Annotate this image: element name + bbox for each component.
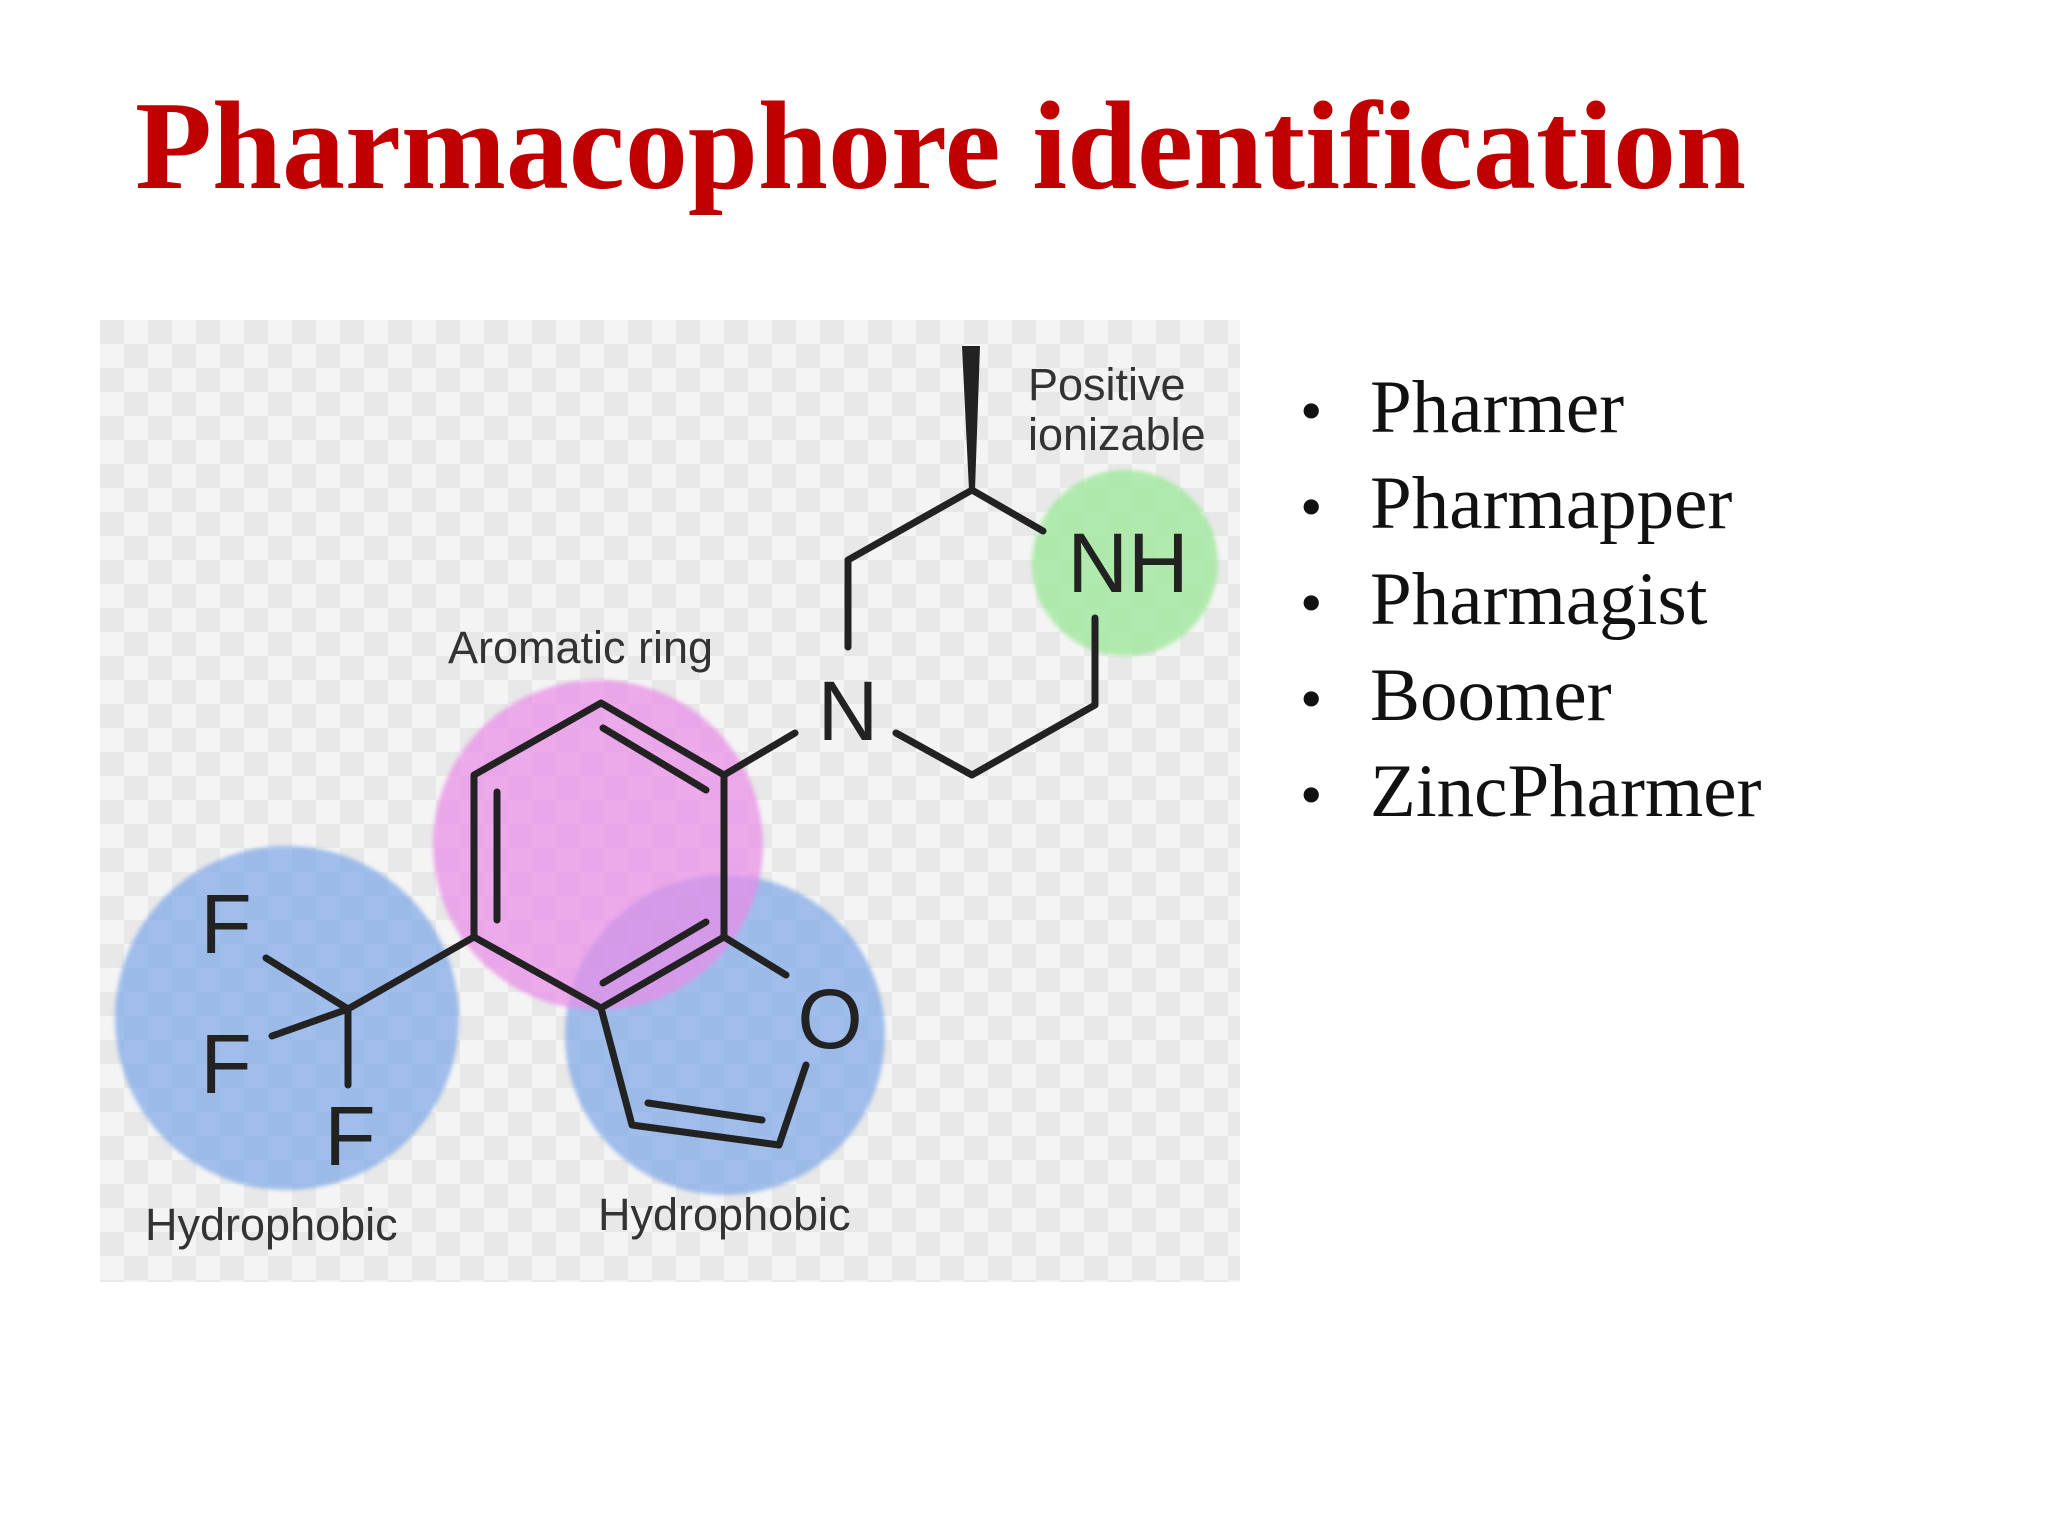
cf-bond-left bbox=[268, 1005, 352, 1040]
atom-f-top: F bbox=[200, 877, 251, 971]
list-item: • ZincPharmer bbox=[1300, 744, 1762, 840]
atom-n: N bbox=[818, 664, 879, 758]
label-aromatic-ring: Aromatic ring bbox=[448, 622, 713, 673]
bullet-glyph: • bbox=[1300, 471, 1323, 542]
aryl-nitrogen-bond bbox=[720, 729, 799, 779]
piperazine-ring-bonds-lower bbox=[892, 614, 1099, 779]
list-item-label: Pharmapper bbox=[1370, 462, 1733, 545]
label-ionizable: ionizable bbox=[1028, 409, 1206, 460]
list-item-label: Boomer bbox=[1370, 654, 1612, 737]
label-positive: Positive bbox=[1028, 359, 1186, 410]
methyl-wedge-bond bbox=[962, 346, 980, 490]
aromatic-ring-sphere bbox=[433, 680, 763, 1010]
list-item-label: Pharmagist bbox=[1370, 558, 1708, 641]
positive-ionizable-sphere bbox=[1032, 470, 1218, 656]
furan-double-bond bbox=[644, 1099, 766, 1124]
list-item-label: ZincPharmer bbox=[1370, 750, 1762, 833]
furan-ring-bonds bbox=[720, 933, 790, 979]
molecule-atoms: NH N O F F F bbox=[200, 516, 1188, 1183]
atom-f-left: F bbox=[200, 1017, 251, 1111]
bullet-glyph: • bbox=[1300, 759, 1323, 830]
list-item-label: Pharmer bbox=[1370, 366, 1625, 449]
list-item: • Pharmer bbox=[1300, 360, 1762, 456]
furan-ring-bonds-lower bbox=[597, 1004, 810, 1149]
benzene-double-bond-3 bbox=[599, 918, 710, 987]
label-hydrophobic-right: Hydrophobic bbox=[598, 1189, 851, 1240]
benzene-double-bond-2 bbox=[599, 724, 710, 794]
hydrophobic-sphere-cf3 bbox=[115, 846, 459, 1190]
bullet-glyph: • bbox=[1300, 663, 1323, 734]
list-item: • Pharmagist bbox=[1300, 552, 1762, 648]
pharmacophore-diagram: NH N O F F F Positive ionizable Aromatic… bbox=[100, 320, 1240, 1282]
tool-list: • Pharmer • Pharmapper • Pharmagist • Boomer… bbox=[1300, 360, 1762, 840]
slide-title: Pharmacophore identification bbox=[135, 77, 1747, 216]
cf-bond-top bbox=[262, 954, 352, 1013]
list-item: • Boomer bbox=[1300, 648, 1762, 744]
feature-labels: Positive ionizable Aromatic ring Hydroph… bbox=[145, 359, 1206, 1250]
pharmacophore-figure: NH N O F F F Positive ionizable Aromatic… bbox=[100, 320, 1240, 1282]
atom-f-bottom: F bbox=[324, 1089, 375, 1183]
molecule-bonds bbox=[262, 486, 1099, 1149]
label-hydrophobic-left: Hydrophobic bbox=[145, 1199, 398, 1250]
atom-nh: NH bbox=[1067, 516, 1188, 610]
bullet-glyph: • bbox=[1300, 375, 1323, 446]
piperazine-ring-bonds bbox=[844, 486, 1047, 651]
bullet-glyph: • bbox=[1300, 567, 1323, 638]
atom-o: O bbox=[797, 972, 862, 1066]
cf3-bond bbox=[344, 933, 478, 1013]
list-item: • Pharmapper bbox=[1300, 456, 1762, 552]
